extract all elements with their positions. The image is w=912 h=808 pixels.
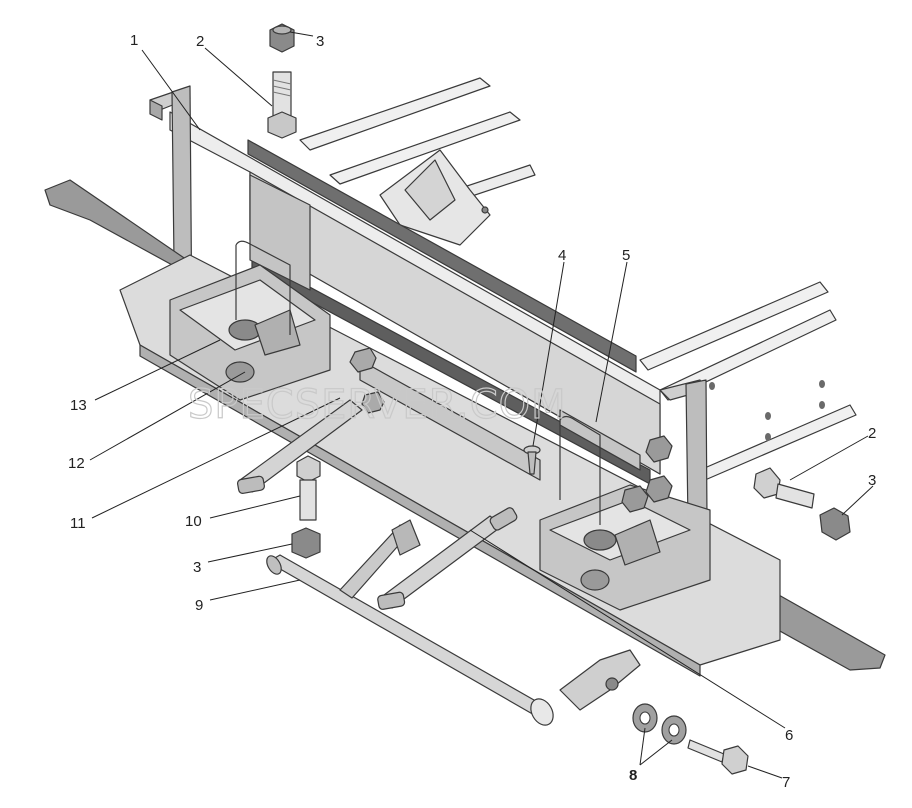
callout-12: 12 [68, 455, 85, 472]
mount-nuts [349, 347, 673, 513]
tube-bar [266, 519, 641, 726]
washer-bolt-assembly [632, 703, 749, 775]
callout-labels: 1 2 3 4 5 2 3 13 12 11 10 3 9 6 8 7 [68, 32, 876, 791]
top-bolt-assembly [267, 23, 297, 139]
callout-6: 6 [785, 727, 793, 744]
callout-13: 13 [70, 397, 87, 414]
callout-9: 9 [195, 597, 203, 614]
callout-3-top: 3 [316, 33, 324, 50]
callout-11: 11 [70, 515, 86, 532]
left-bolt-assembly [291, 455, 321, 559]
leader-lines [89, 31, 874, 779]
right-bolt-assembly [753, 467, 851, 541]
straps [237, 399, 518, 610]
callout-8: 8 [629, 767, 637, 784]
callout-4: 4 [558, 247, 566, 264]
frame-rails [299, 77, 857, 481]
bumper-panel [169, 111, 661, 485]
right-mount-box [539, 484, 711, 611]
callout-7: 7 [782, 774, 790, 791]
callout-1: 1 [130, 32, 138, 49]
watermark-text: SPECSERVER.COM [188, 382, 567, 428]
callout-5: 5 [622, 247, 630, 264]
callout-3-right: 3 [868, 472, 876, 489]
callout-2-right: 2 [868, 425, 876, 442]
u-bolts [235, 240, 601, 525]
callout-3-left: 3 [193, 559, 201, 576]
frame-holes-right [709, 380, 825, 441]
callout-2-top: 2 [196, 33, 204, 50]
left-arm [44, 179, 191, 273]
screw-4 [523, 445, 541, 475]
callout-10: 10 [185, 513, 202, 530]
